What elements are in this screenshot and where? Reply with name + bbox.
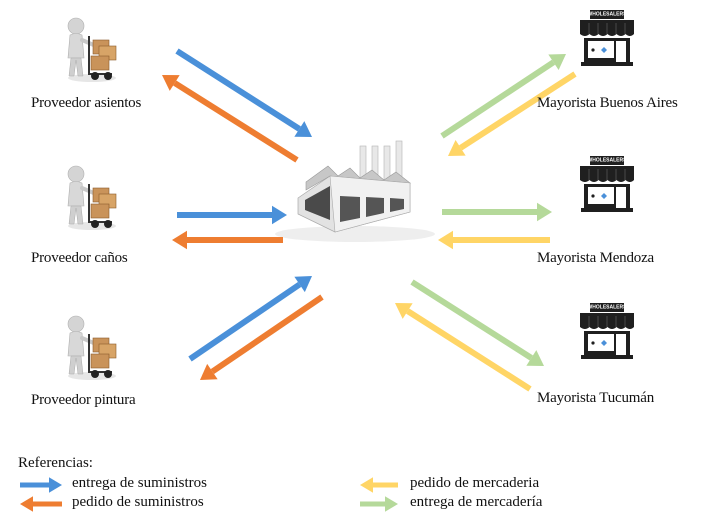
arrow-goods-order-tucuman-shaft — [406, 308, 532, 392]
store-buenos-aires-icon — [579, 9, 635, 67]
legend-arrow-supply-order-head — [20, 496, 33, 512]
store-sign-text: WHOLESALERS — [588, 158, 628, 164]
arrow-goods-delivery-mendoza-head — [537, 202, 552, 222]
legend-arrows — [20, 477, 398, 512]
arrow-goods-order-mendoza-head — [438, 230, 453, 250]
legend-label-supply-order: pedido de suministros — [72, 494, 204, 510]
store-tucuman-icon — [579, 302, 635, 360]
wholesaler-label-tucuman: Mayorista Tucumán — [537, 390, 655, 406]
arrow-supply-order-asientos-head — [162, 75, 180, 91]
legend-title: Referencias: — [18, 455, 93, 471]
supplier-canos-icon — [66, 164, 118, 232]
arrow-supply-delivery-pintura-shaft — [188, 281, 302, 362]
legend-arrow-goods-order-head — [360, 477, 373, 493]
legend-label-goods-order: pedido de mercaderia — [410, 475, 540, 491]
store-sign-text: WHOLESALERS — [588, 12, 628, 18]
arrow-supply-delivery-asientos-shaft — [175, 48, 301, 132]
store-mendoza-icon — [579, 155, 635, 213]
supplier-asientos-icon — [66, 16, 118, 84]
arrow-goods-order-buenos-aires-head — [448, 140, 466, 156]
store-sign-text: WHOLESALERS — [588, 305, 628, 311]
arrow-supply-delivery-asientos-head — [294, 121, 312, 137]
arrow-supply-delivery-canos-head — [272, 205, 287, 225]
legend-label-goods-delivery: entrega de mercadería — [410, 494, 543, 510]
arrow-goods-delivery-tucuman-shaft — [410, 279, 533, 361]
arrow-goods-delivery-buenos-aires-shaft — [440, 59, 556, 139]
supplier-pintura-icon — [66, 314, 118, 382]
arrow-supply-order-canos-head — [172, 230, 187, 250]
arrow-goods-order-buenos-aires-shaft — [458, 71, 577, 151]
arrow-supply-order-pintura-shaft — [210, 294, 324, 375]
wholesaler-label-mendoza: Mayorista Mendoza — [537, 250, 654, 266]
arrow-supply-delivery-pintura-head — [294, 276, 312, 293]
legend-arrow-supply-delivery-head — [49, 477, 62, 493]
legend-arrow-goods-delivery-head — [385, 496, 398, 512]
arrow-goods-delivery-buenos-aires-head — [548, 54, 566, 71]
legend-label-supply-delivery: entrega de suministros — [72, 475, 207, 491]
arrow-goods-order-tucuman-head — [395, 303, 413, 319]
arrow-supply-order-pintura-head — [200, 363, 218, 380]
flow-arrows — [162, 48, 577, 392]
arrow-supply-order-asientos-shaft — [173, 80, 299, 163]
factory-icon — [275, 140, 435, 242]
supplier-label-asientos: Proveedor asientos — [31, 95, 142, 111]
wholesaler-label-buenos-aires: Mayorista Buenos Aires — [537, 95, 678, 111]
supplier-label-pintura: Proveedor pintura — [31, 392, 136, 408]
arrow-goods-delivery-tucuman-head — [526, 350, 544, 366]
supplier-label-canos: Proveedor caños — [31, 250, 128, 266]
